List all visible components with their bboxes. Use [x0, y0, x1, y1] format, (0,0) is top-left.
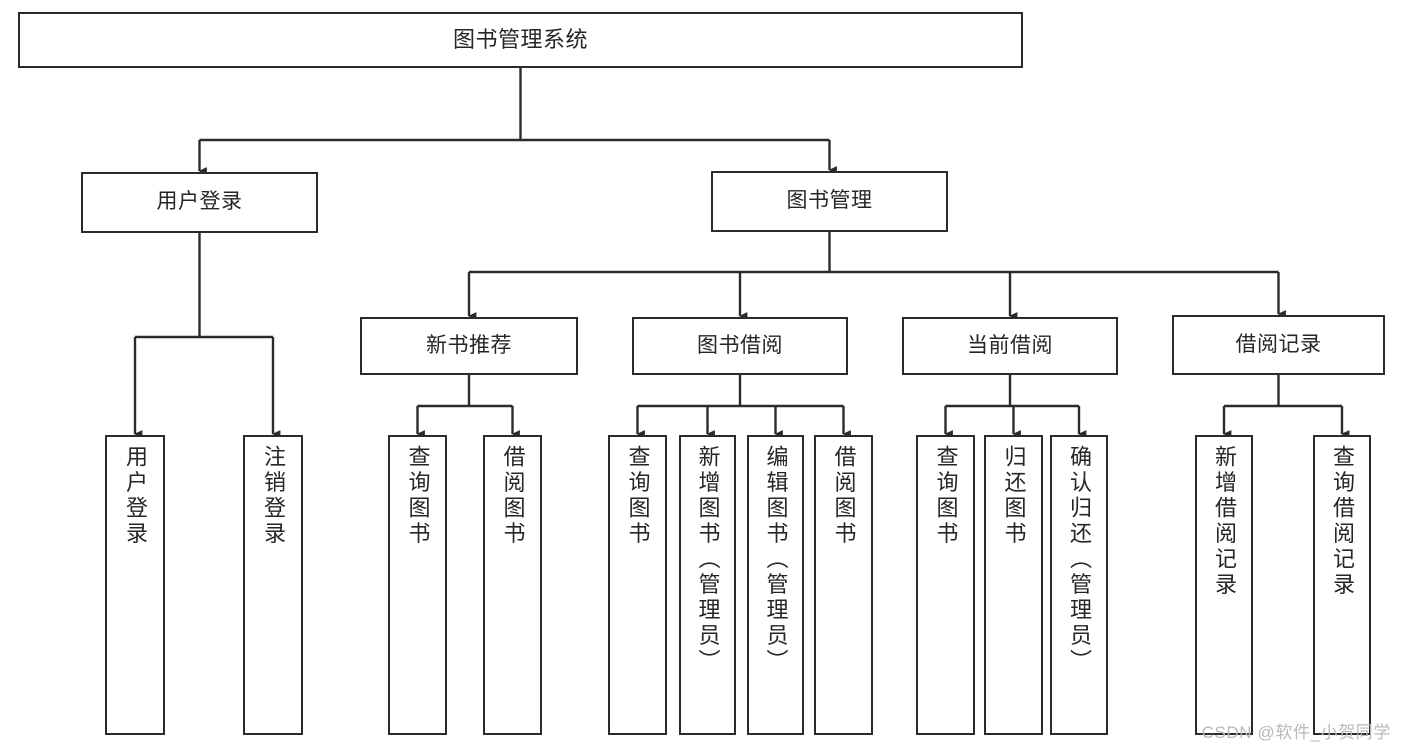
- node-leaf-add-record: 新增借阅记录: [1195, 435, 1253, 735]
- node-leaf-edit-book: 编辑图书（管理员）: [747, 435, 804, 735]
- node-label-leaf-edit-book: 编辑图书（管理员）: [763, 445, 789, 675]
- node-leaf-logout: 注销登录: [243, 435, 303, 735]
- node-label-book-borrow: 图书借阅: [697, 333, 783, 357]
- node-label-borrow-record: 借阅记录: [1235, 332, 1322, 356]
- node-current-borrow: 当前借阅: [902, 317, 1118, 375]
- node-user-login: 用户登录: [81, 172, 318, 233]
- node-label-leaf-query-book-2: 查询图书: [625, 445, 651, 547]
- node-label-root: 图书管理系统: [452, 27, 588, 53]
- node-leaf-query-book-3: 查询图书: [916, 435, 975, 735]
- node-label-leaf-query-book-1: 查询图书: [405, 445, 431, 547]
- node-label-leaf-user-login: 用户登录: [123, 445, 148, 547]
- node-leaf-add-book: 新增图书（管理员）: [679, 435, 736, 735]
- node-label-book-manage: 图书管理: [786, 189, 873, 213]
- node-label-user-login: 用户登录: [156, 190, 243, 214]
- node-label-leaf-confirm-return: 确认归还（管理员）: [1067, 445, 1092, 675]
- node-label-current-borrow: 当前借阅: [967, 333, 1053, 357]
- node-label-leaf-add-book: 新增图书（管理员）: [695, 445, 721, 675]
- node-leaf-query-book-1: 查询图书: [388, 435, 447, 735]
- node-leaf-borrow-book-1: 借阅图书: [483, 435, 542, 735]
- node-label-leaf-borrow-book-1: 借阅图书: [500, 445, 526, 547]
- node-label-leaf-logout: 注销登录: [261, 445, 286, 547]
- node-leaf-query-book-2: 查询图书: [608, 435, 667, 735]
- node-label-leaf-query-book-3: 查询图书: [933, 445, 959, 547]
- node-book-borrow: 图书借阅: [632, 317, 848, 375]
- node-leaf-confirm-return: 确认归还（管理员）: [1050, 435, 1108, 735]
- node-label-leaf-query-record: 查询借阅记录: [1330, 445, 1355, 598]
- node-leaf-return-book: 归还图书: [984, 435, 1043, 735]
- node-leaf-user-login: 用户登录: [105, 435, 165, 735]
- node-leaf-borrow-book-2: 借阅图书: [814, 435, 873, 735]
- node-root: 图书管理系统: [18, 12, 1023, 68]
- node-label-leaf-return-book: 归还图书: [1001, 445, 1027, 547]
- node-label-new-book-rec: 新书推荐: [426, 333, 512, 357]
- node-book-manage: 图书管理: [711, 171, 948, 232]
- node-leaf-query-record: 查询借阅记录: [1313, 435, 1371, 735]
- node-new-book-rec: 新书推荐: [360, 317, 578, 375]
- node-label-leaf-borrow-book-2: 借阅图书: [831, 445, 857, 547]
- node-borrow-record: 借阅记录: [1172, 315, 1385, 375]
- watermark-text: CSDN @软件_小贺同学: [1201, 723, 1391, 742]
- node-label-leaf-add-record: 新增借阅记录: [1212, 445, 1237, 598]
